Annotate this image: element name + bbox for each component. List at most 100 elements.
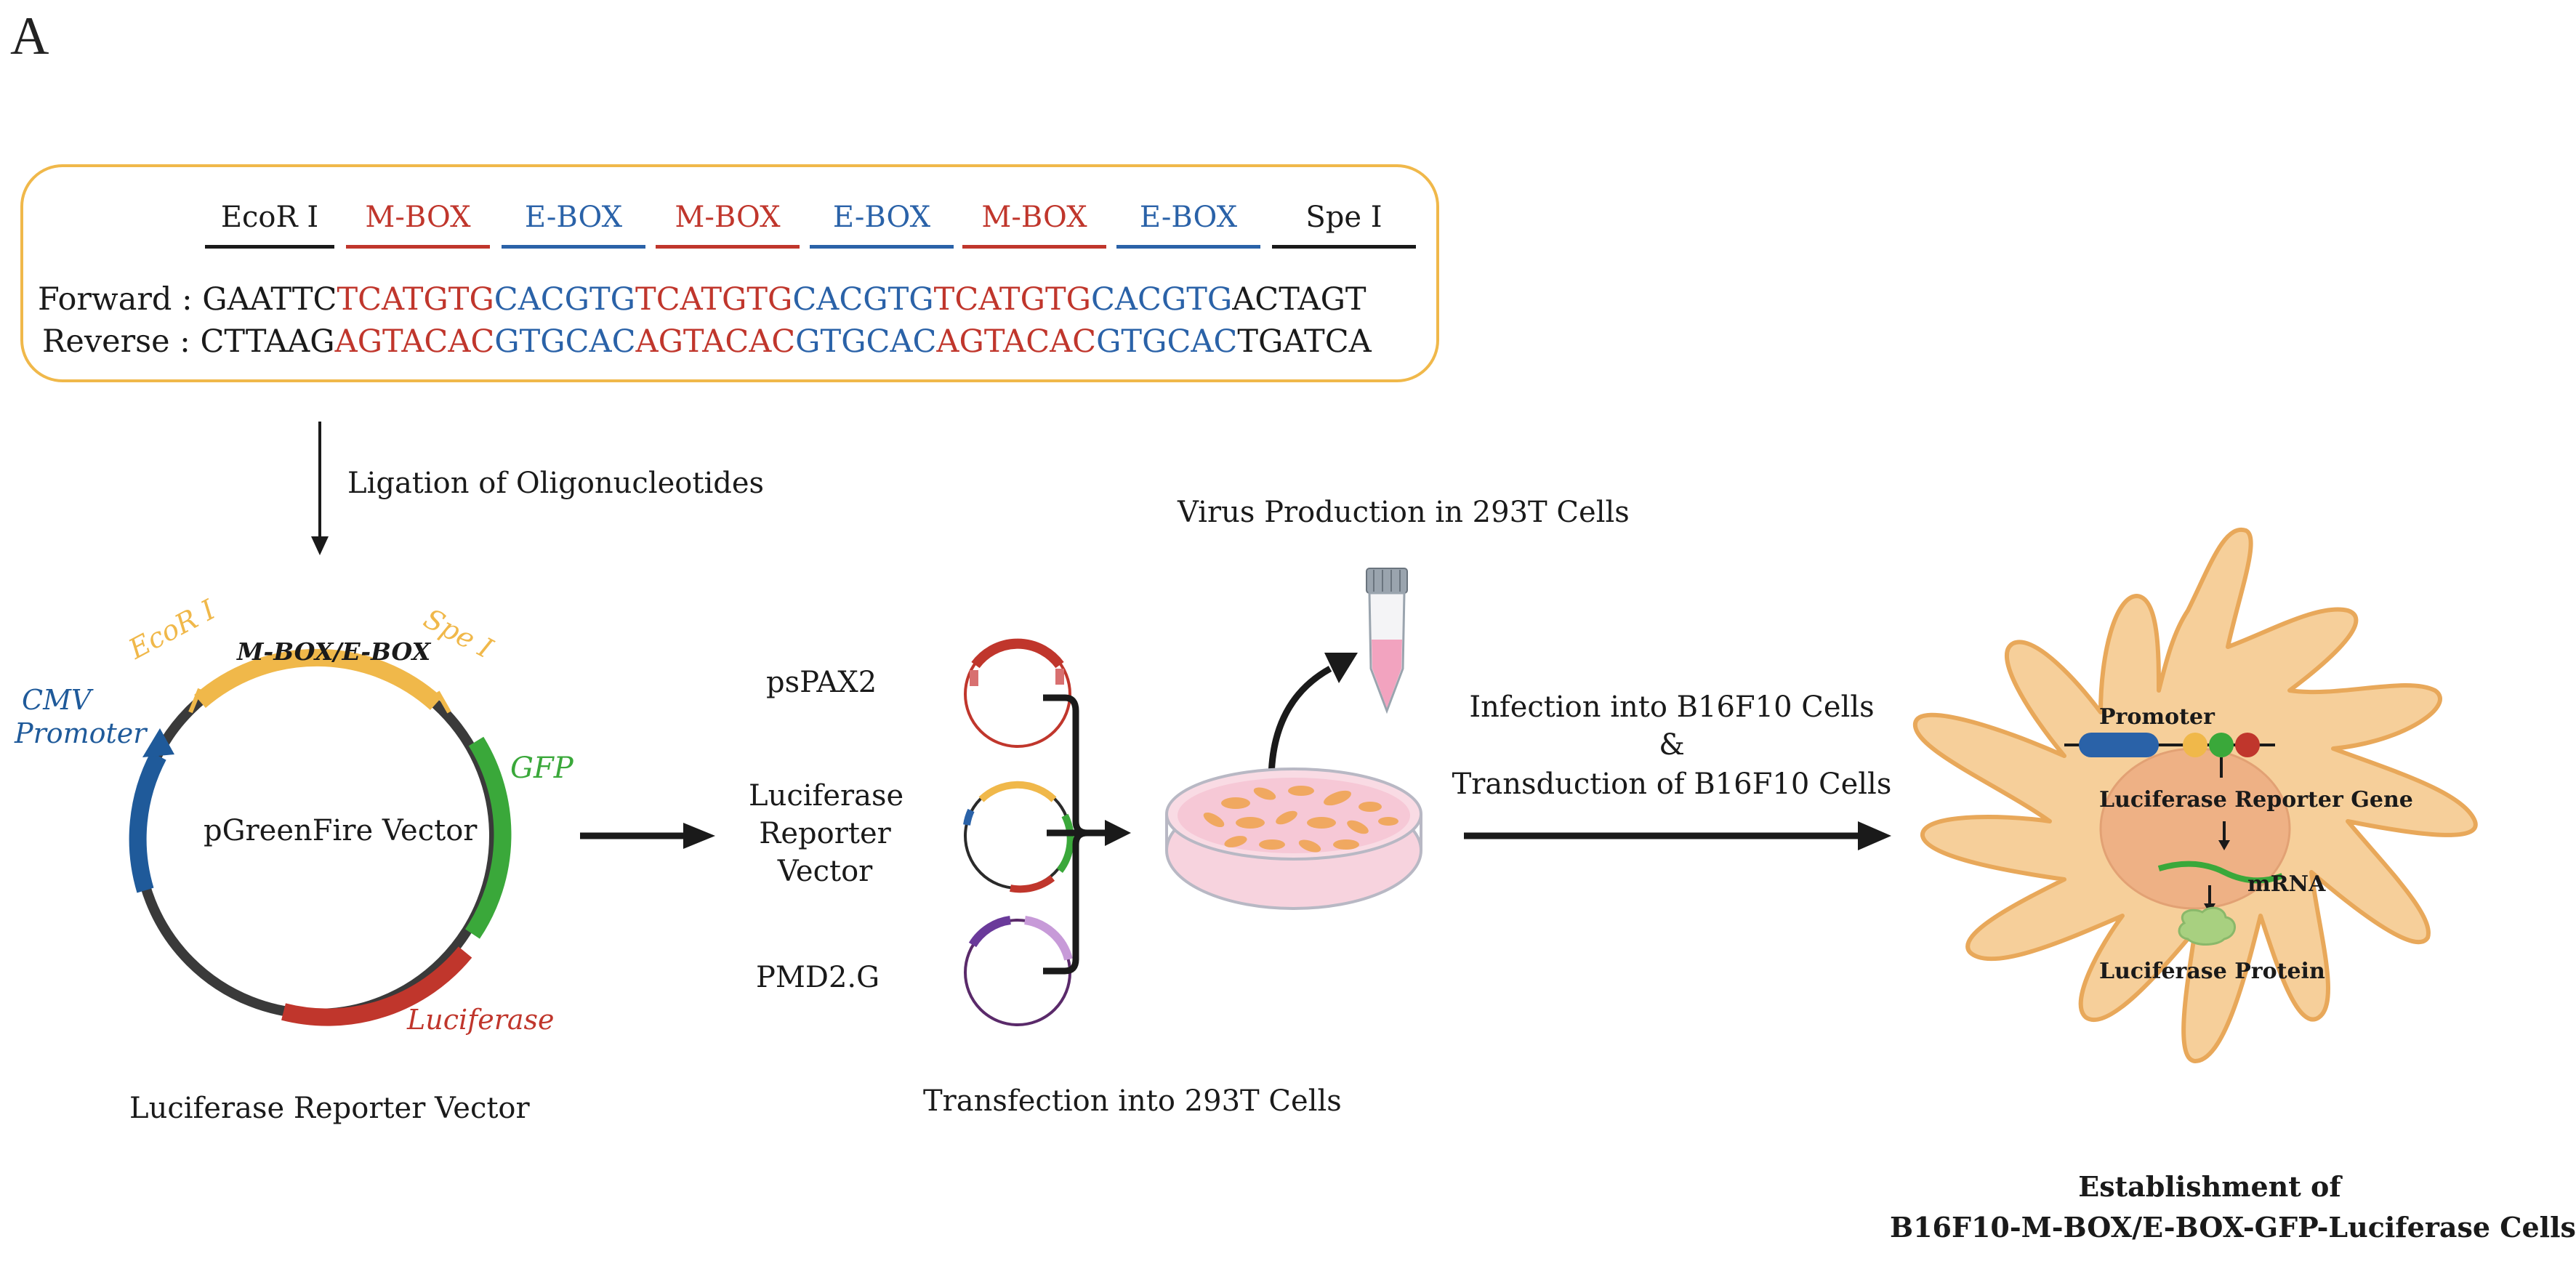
reporter-luciferase (1010, 874, 1055, 893)
segment-label: M-BOX (365, 201, 471, 234)
seq-part: ACTAGT (1232, 281, 1367, 318)
seq-part: GTGCAC (494, 323, 636, 360)
seq-part: GAATTC (202, 281, 337, 318)
transcription-arrowhead (2218, 840, 2230, 850)
virus-arrowhead (1324, 653, 1358, 683)
ligation-label: Ligation of Oligonucleotides (347, 467, 765, 500)
segment-underline (656, 245, 800, 249)
luciferase-protein (2178, 906, 2236, 946)
segment-mbox-2: M-BOX (651, 200, 804, 249)
segment-mbox-3: M-BOX (958, 200, 1111, 249)
cell-caption-line2: B16F10-M-BOX/E-BOX-GFP-Luciferase Cells (1890, 1211, 2576, 1244)
luciferase-segment (281, 946, 472, 1026)
segment-label: Spe I (1305, 201, 1382, 234)
arrow-to-transfection (580, 823, 715, 849)
insert-dot (2183, 733, 2207, 757)
segment-label: M-BOX (981, 201, 1087, 234)
luciferase-label: Luciferase (407, 1004, 555, 1036)
seq-part: CTTAAG (200, 323, 335, 360)
segment-underline (205, 245, 334, 249)
segment-underline (1116, 245, 1260, 249)
pmd2g-segment (1023, 916, 1073, 961)
vector-caption: Luciferase Reporter Vector (129, 1092, 530, 1125)
segment-label: E-BOX (524, 201, 623, 234)
segment-label: EcoR I (220, 201, 319, 234)
segment-label: M-BOX (675, 201, 781, 234)
cmv-label-line2: Promoter (15, 717, 147, 749)
seq-part: CACGTG (1090, 281, 1233, 318)
promoter-block (2079, 733, 2159, 757)
reverse-prefix: Reverse : (42, 323, 201, 360)
cell-caption-line1: Establishment of (2078, 1170, 2341, 1203)
seq-part: TCATGTG (933, 281, 1091, 318)
arrow-to-cells (1464, 821, 1891, 850)
infection-line2: & (1659, 728, 1685, 762)
reporter-gfp (1056, 813, 1074, 874)
cmv-arrowhead (142, 728, 174, 757)
seq-part: TGATCA (1237, 323, 1372, 360)
mrna-label: mRNA (2247, 871, 2326, 897)
transfection-caption: Transfection into 293T Cells (923, 1084, 1342, 1118)
segment-ebox-3: E-BOX (1112, 200, 1265, 249)
seq-part: GTGCAC (795, 323, 937, 360)
insert-segment (194, 648, 443, 710)
segment-underline (502, 245, 645, 249)
infection-line1: Infection into B16F10 Cells (1469, 690, 1875, 724)
segment-underline (1272, 245, 1416, 249)
pmd2g-label: PMD2.G (756, 961, 880, 994)
virus-tube (1366, 568, 1408, 714)
seq-part: CACGTG (792, 281, 934, 318)
reporter-label-line2: Reporter (759, 817, 891, 850)
cmv-label-line1: CMV (22, 684, 92, 716)
psPAX2-label: psPAX2 (766, 666, 877, 699)
gfp-segment (465, 736, 512, 939)
segment-ebox-2: E-BOX (805, 200, 958, 249)
psPAX2-marker (970, 670, 978, 686)
plasmid-vector (129, 648, 512, 1026)
seq-part: CACGTG (494, 281, 636, 318)
segment-underline (962, 245, 1106, 249)
psPAX2-insert (971, 638, 1064, 669)
ecori-tick (188, 688, 202, 714)
gfp-label: GFP (510, 752, 573, 785)
luciferase-dot (2235, 733, 2260, 757)
pmd2g-segment (968, 916, 1011, 948)
forward-prefix: Forward : (38, 281, 203, 318)
cmv-segment (129, 752, 166, 893)
seq-part: TCATGTG (635, 281, 793, 318)
segment-underline (346, 245, 490, 249)
transfection-plasmids (963, 638, 1131, 1026)
reporter-label-line1: Luciferase (749, 779, 904, 813)
virus-production-label: Virus Production in 293T Cells (1178, 496, 1630, 529)
seq-part: TCATGTG (337, 281, 494, 318)
mrna-strand (2157, 861, 2284, 884)
oligo-sequence-box (20, 164, 1439, 382)
reporter-insert (978, 781, 1057, 802)
seq-part: AGTACAC (334, 323, 495, 360)
petri-dish-and-tube (1165, 568, 1422, 910)
segment-ebox-1: E-BOX (497, 200, 650, 249)
ligation-arrow (311, 422, 329, 555)
forward-sequence: Forward : GAATTCTCATGTGCACGTGTCATGTGCACG… (38, 280, 1367, 319)
psPAX2-marker (1055, 669, 1064, 685)
reporter-label-line3: Vector (777, 855, 873, 888)
panel-label: A (10, 7, 49, 66)
segment-mbox-1: M-BOX (342, 200, 494, 249)
infection-line3: Transduction of B16F10 Cells (1452, 768, 1892, 801)
reporter-cmv (963, 808, 975, 826)
segment-ecori: EcoR I (201, 200, 339, 249)
seq-part: AGTACAC (635, 323, 796, 360)
cell-culture (1203, 786, 1398, 853)
spei-tick (435, 690, 451, 714)
reporter-gene-label: Luciferase Reporter Gene (2099, 787, 2413, 813)
segment-label: E-BOX (1139, 201, 1238, 234)
protein-label: Luciferase Protein (2099, 959, 2325, 984)
seq-part: GTGCAC (1096, 323, 1238, 360)
promoter-label: Promoter (2099, 704, 2215, 730)
vector-name: pGreenFire Vector (204, 814, 478, 847)
segment-spei: Spe I (1268, 200, 1420, 249)
insert-label: M-BOX/E-BOX (237, 637, 431, 666)
segment-underline (810, 245, 954, 249)
reverse-sequence: Reverse : CTTAAGAGTACACGTGCACAGTACACGTGC… (42, 322, 1372, 361)
gfp-dot (2209, 733, 2234, 757)
